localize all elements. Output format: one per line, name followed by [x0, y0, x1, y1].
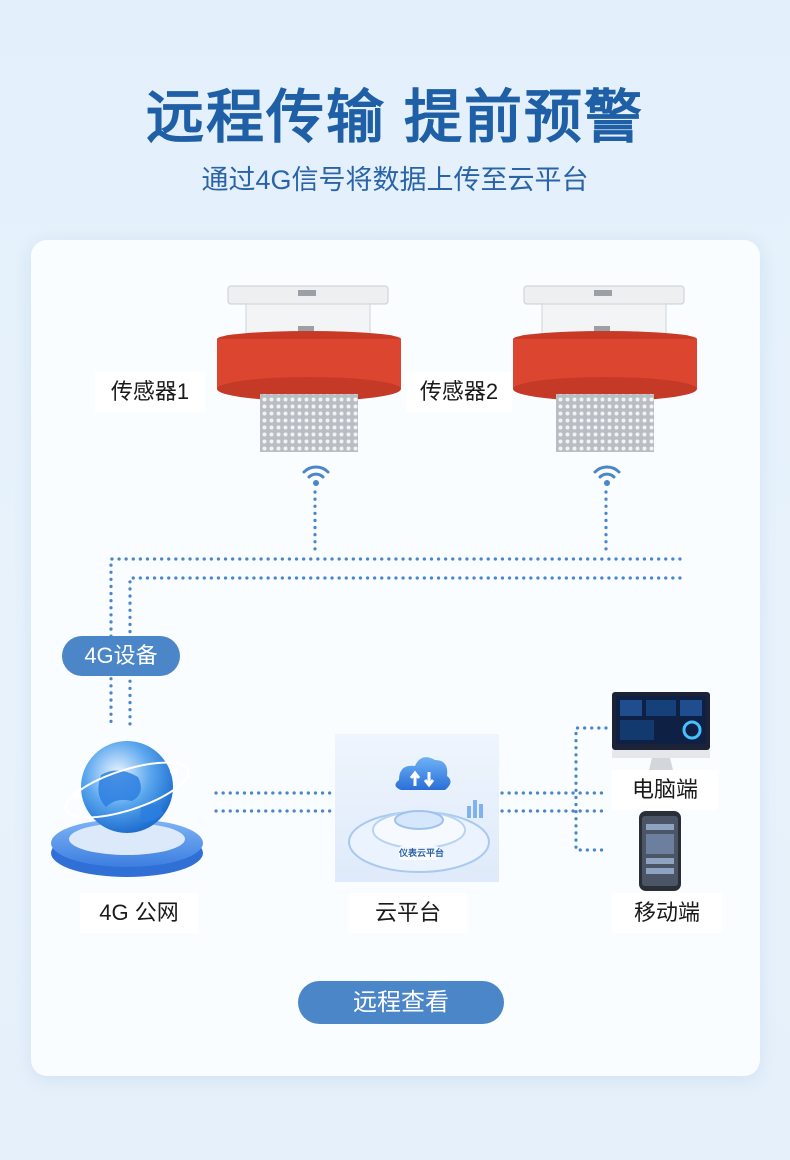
- bus-inner: [128, 576, 682, 730]
- terminal-bracket: [574, 726, 608, 852]
- wifi-icon: [302, 465, 330, 486]
- page-title: 远程传输 提前预警: [145, 85, 645, 150]
- globe-icon: [51, 741, 203, 877]
- 4g-device-badge: 4G设备: [62, 636, 180, 676]
- sensor1-device: [217, 285, 401, 452]
- pc-label: 电脑端: [612, 770, 718, 810]
- sensor2-device: [513, 285, 697, 452]
- sensor1-label: 传感器1: [95, 372, 205, 412]
- cloud-chip-text: 仪表云平台: [399, 848, 445, 858]
- remote-view-button[interactable]: 远程查看: [298, 981, 504, 1024]
- mobile-icon: [639, 811, 681, 891]
- network-label: 4G 公网: [80, 893, 198, 933]
- wifi-icon: [593, 465, 621, 486]
- cloud-label: 云平台: [349, 893, 467, 933]
- cloud-platform-image: [335, 734, 499, 882]
- page-subtitle: 通过4G信号将数据上传至云平台: [201, 165, 589, 195]
- mobile-label: 移动端: [612, 893, 722, 933]
- bus-outer: [109, 557, 682, 730]
- monitor-icon: [612, 692, 710, 774]
- sensor2-label: 传感器2: [406, 372, 512, 412]
